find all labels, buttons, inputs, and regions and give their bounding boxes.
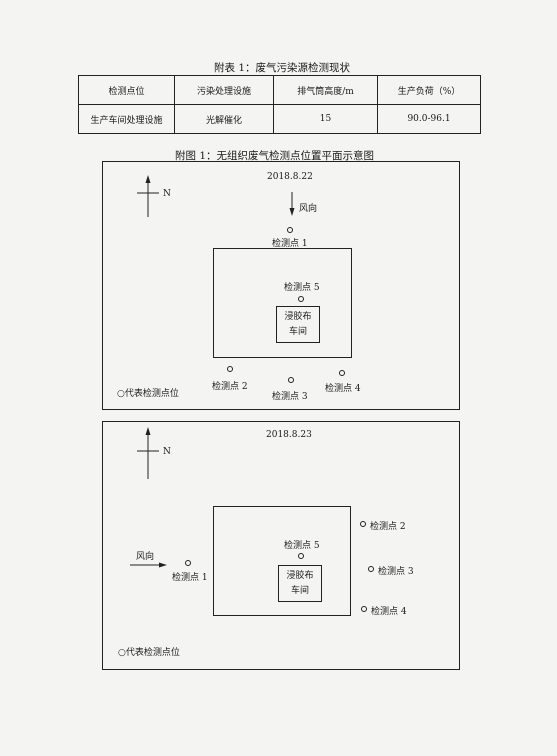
monitor-point-marker bbox=[298, 296, 304, 302]
workshop-label: 车间 bbox=[288, 327, 307, 337]
legend: ○代表检测点位 bbox=[117, 389, 179, 399]
plant-boundary bbox=[213, 248, 352, 358]
monitor-point-marker bbox=[185, 560, 191, 566]
monitor-point-marker bbox=[298, 553, 304, 559]
wind-arrow-icon bbox=[289, 192, 295, 216]
monitor-point-label: 检测点 1 bbox=[272, 239, 308, 249]
monitor-point-label: 检测点 1 bbox=[172, 573, 208, 583]
table-title: 附表 1：废气污染源检测现状 bbox=[214, 62, 351, 74]
monitor-point-marker bbox=[227, 366, 233, 372]
table-header-row: 检测点位 污染处理设施 排气筒高度/m 生产负荷（%） bbox=[78, 75, 481, 105]
header-cell: 污染处理设施 bbox=[174, 75, 274, 105]
panel-date: 2018.8.23 bbox=[266, 430, 312, 440]
workshop-box: 浸胶布 车间 bbox=[278, 565, 322, 602]
table-row: 生产车间处理设施 光解催化 15 90.0-96.1 bbox=[78, 104, 481, 134]
workshop-label: 浸胶布 bbox=[284, 312, 312, 322]
north-arrow-icon bbox=[137, 427, 159, 479]
workshop-label: 浸胶布 bbox=[286, 571, 314, 581]
monitor-point-label: 检测点 5 bbox=[284, 283, 320, 293]
table-cell: 90.0-96.1 bbox=[377, 104, 481, 134]
table-cell: 生产车间处理设施 bbox=[78, 104, 175, 134]
monitor-point-label: 检测点 4 bbox=[371, 607, 407, 617]
monitor-point-marker bbox=[360, 521, 366, 527]
monitor-point-marker bbox=[339, 370, 345, 376]
wind-arrow-icon bbox=[130, 562, 167, 568]
monitor-point-marker bbox=[361, 606, 367, 612]
workshop-label: 车间 bbox=[290, 586, 309, 596]
header-cell: 排气筒高度/m bbox=[273, 75, 378, 105]
monitor-point-marker bbox=[368, 566, 374, 572]
north-arrow-icon bbox=[137, 175, 159, 217]
north-label: N bbox=[163, 447, 171, 457]
map-panel-1 bbox=[102, 161, 460, 410]
monitor-point-label: 检测点 3 bbox=[378, 567, 414, 577]
monitor-point-label: 检测点 2 bbox=[212, 382, 248, 392]
monitor-point-marker bbox=[287, 227, 293, 233]
north-label: N bbox=[163, 189, 171, 199]
figure-title: 附图 1：无组织废气检测点位置平面示意图 bbox=[175, 150, 375, 162]
monitor-point-marker bbox=[288, 377, 294, 383]
monitor-point-label: 检测点 3 bbox=[272, 392, 308, 402]
monitor-point-label: 检测点 2 bbox=[370, 522, 406, 532]
header-cell: 检测点位 bbox=[78, 75, 175, 105]
legend: ○代表检测点位 bbox=[118, 648, 180, 658]
wind-label: 风向 bbox=[299, 204, 318, 214]
table-cell: 光解催化 bbox=[174, 104, 274, 134]
emission-table: 检测点位 污染处理设施 排气筒高度/m 生产负荷（%） 生产车间处理设施 光解催… bbox=[78, 75, 481, 134]
monitor-point-label: 检测点 5 bbox=[284, 541, 320, 551]
wind-label: 风向 bbox=[136, 552, 155, 562]
map-panel-2 bbox=[102, 421, 460, 670]
plant-boundary bbox=[213, 506, 351, 616]
panel-date: 2018.8.22 bbox=[267, 172, 313, 182]
workshop-box: 浸胶布 车间 bbox=[276, 306, 320, 343]
monitor-point-label: 检测点 4 bbox=[325, 384, 361, 394]
